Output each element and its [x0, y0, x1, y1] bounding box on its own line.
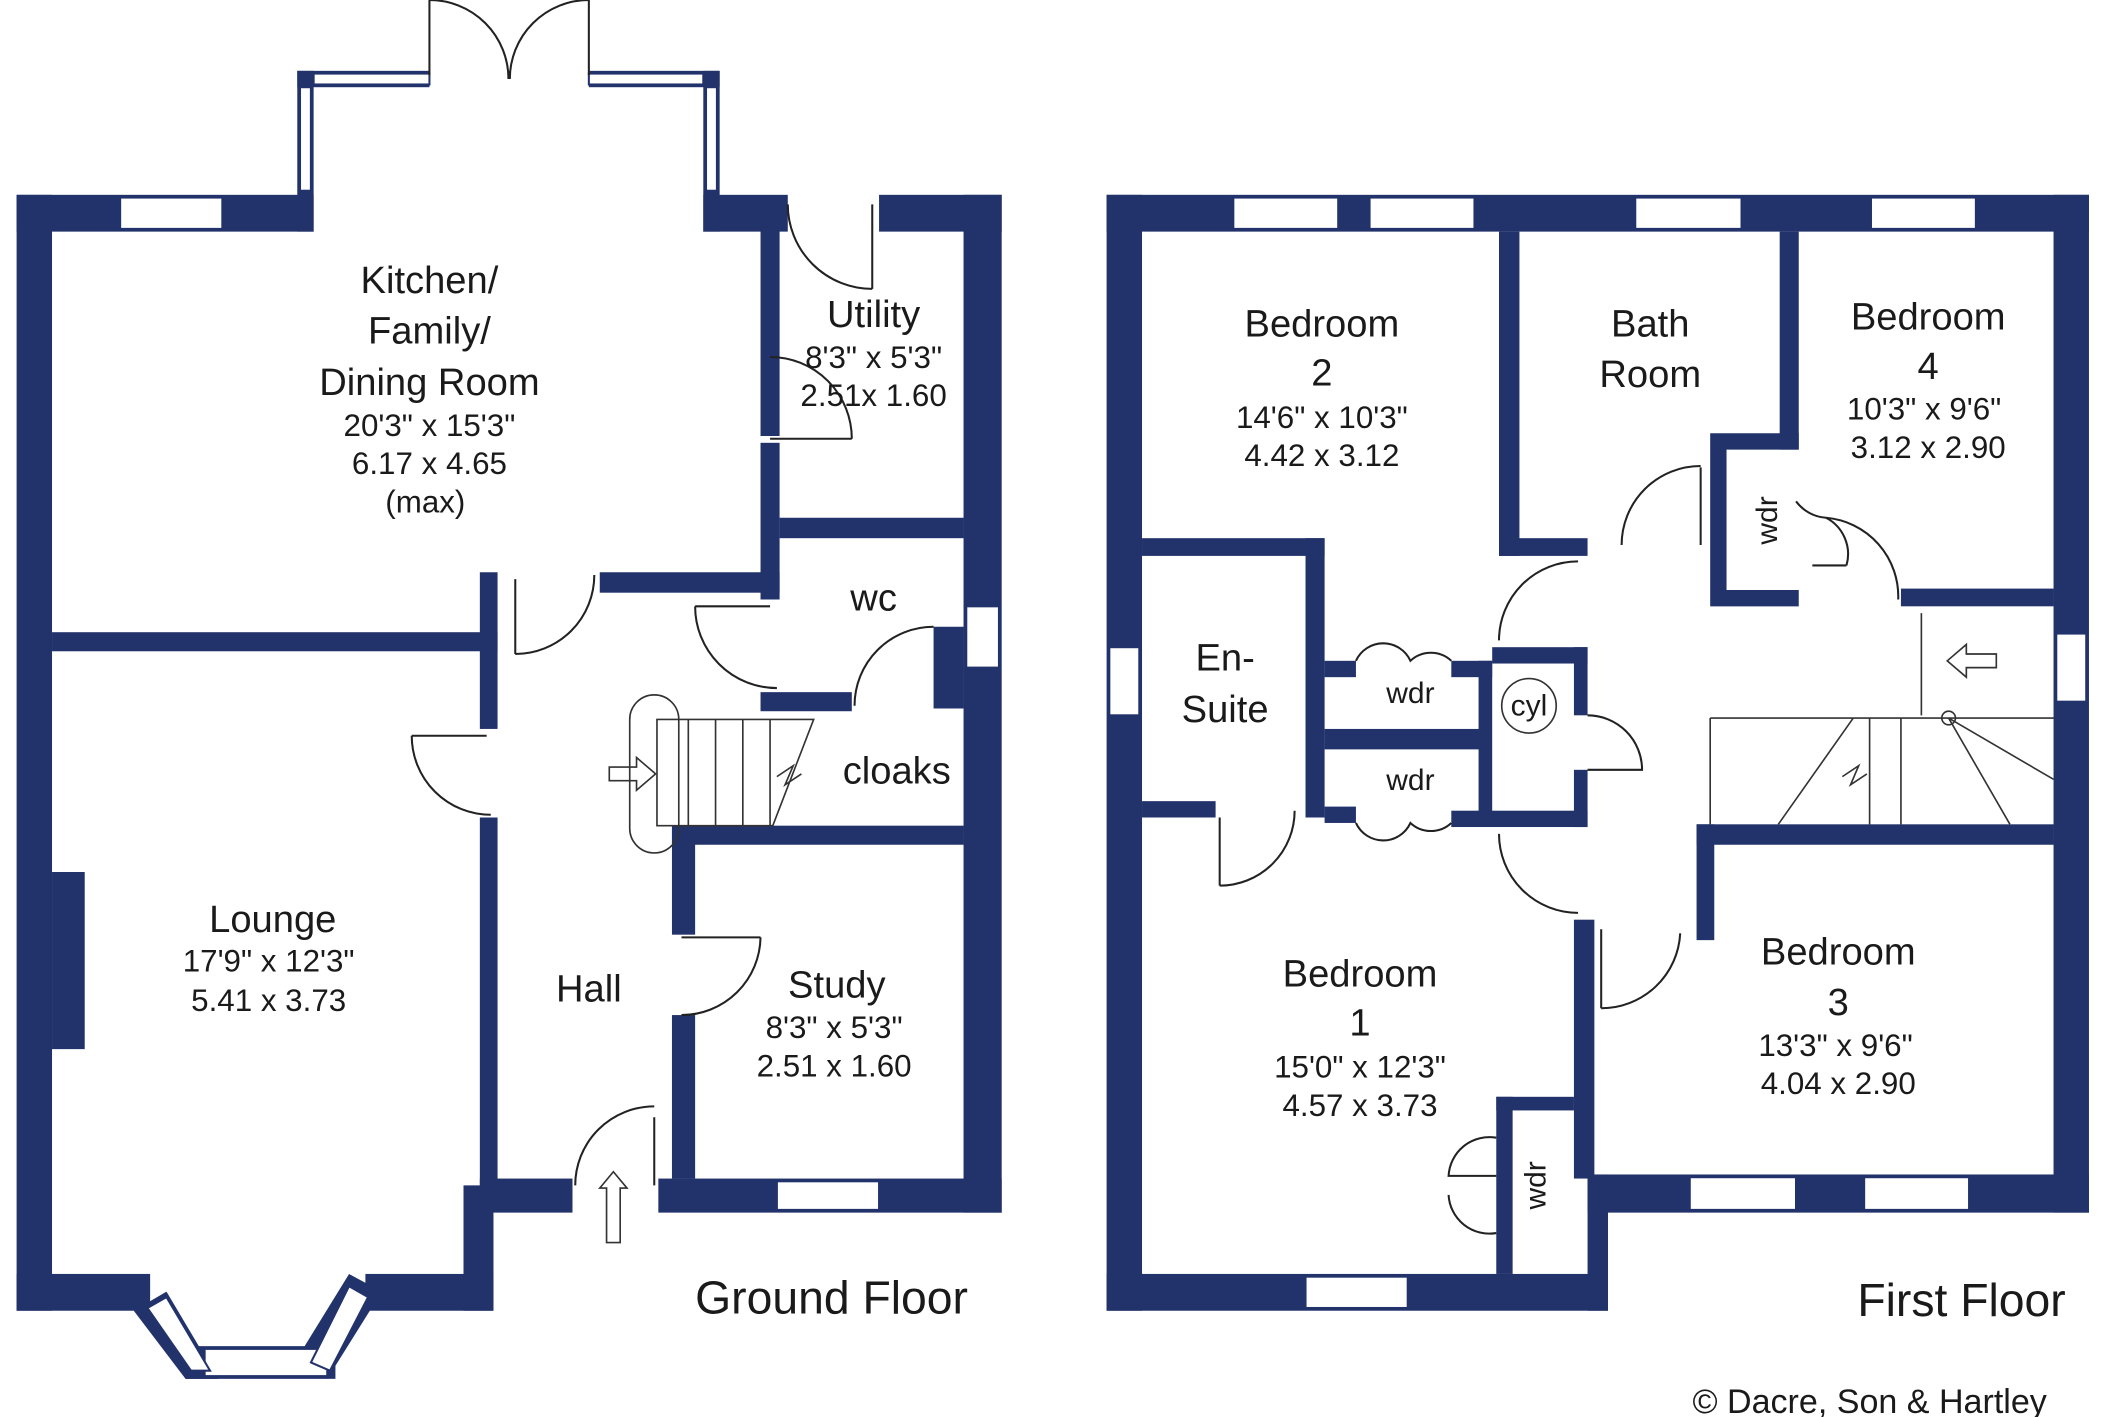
- room-name: Kitchen/: [361, 259, 499, 302]
- room-note: (max): [385, 484, 465, 519]
- room-en-suite: En- Suite: [1182, 636, 1269, 731]
- room-name: Dining Room: [319, 361, 539, 404]
- room-dimensions-imperial: 8'3" x 5'3": [805, 340, 942, 375]
- wardrobe-label: wdr: [1519, 1161, 1552, 1210]
- room-bathroom: Bath Room: [1599, 303, 1701, 396]
- room-cloaks: cloaks: [843, 749, 951, 792]
- room-kitchen-family-dining: Kitchen/ Family/ Dining Room 20'3" x 15'…: [319, 259, 539, 519]
- wardrobe-label: wdr: [1385, 677, 1434, 710]
- room-hall: Hall: [556, 967, 622, 1010]
- room-name: Bedroom: [1245, 303, 1400, 346]
- room-utility: Utility 8'3" x 5'3" 2.51x 1.60: [800, 293, 946, 413]
- room-dimensions-metric: 4.04 x 2.90: [1761, 1066, 1916, 1101]
- room-name: 2: [1311, 352, 1332, 395]
- room-dimensions-imperial: 8'3" x 5'3": [766, 1010, 903, 1045]
- room-dimensions-imperial: 15'0" x 12'3": [1274, 1050, 1446, 1085]
- room-bedroom-3: Bedroom 3 13'3" x 9'6" 4.04 x 2.90: [1758, 931, 1915, 1101]
- room-study: Study 8'3" x 5'3" 2.51 x 1.60: [757, 963, 912, 1083]
- room-name: 3: [1828, 981, 1849, 1024]
- room-name: Study: [788, 963, 886, 1006]
- room-dimensions-metric: 3.12 x 2.90: [1851, 430, 2006, 465]
- room-dimensions-imperial: 17'9" x 12'3": [183, 943, 355, 978]
- room-dimensions-metric: 4.42 x 3.12: [1244, 438, 1399, 473]
- room-dimensions-metric: 4.57 x 3.73: [1283, 1088, 1438, 1123]
- room-name: 1: [1349, 1002, 1370, 1045]
- room-bedroom-1: Bedroom 1 15'0" x 12'3" 4.57 x 3.73: [1274, 952, 1446, 1122]
- ground-floor-windows: [119, 72, 1000, 1378]
- room-lounge: Lounge 17'9" x 12'3" 5.41 x 3.73: [183, 898, 355, 1018]
- room-bedroom-2: Bedroom 2 14'6" x 10'3" 4.42 x 3.12: [1236, 303, 1408, 473]
- room-name: Lounge: [209, 898, 336, 941]
- room-name: Family/: [368, 309, 491, 352]
- ground-floor-label: Ground Floor: [695, 1271, 968, 1323]
- room-name: En-: [1195, 636, 1254, 679]
- room-name: Utility: [827, 293, 920, 336]
- room-name: Suite: [1182, 688, 1269, 731]
- room-name: Bedroom: [1851, 296, 2006, 339]
- room-name: Room: [1599, 353, 1701, 396]
- cylinder-label: cyl: [1511, 689, 1548, 722]
- room-dimensions-imperial: 14'6" x 10'3": [1236, 400, 1408, 435]
- room-dimensions-metric: 2.51x 1.60: [800, 378, 946, 413]
- first-floor-walls: [1106, 194, 2089, 1311]
- room-wc: wc: [849, 576, 897, 619]
- room-dimensions-metric: 2.51 x 1.60: [757, 1048, 912, 1083]
- room-name: Bath: [1611, 303, 1689, 346]
- first-floor-label: First Floor: [1857, 1274, 2065, 1326]
- first-floor-doors: [1218, 464, 2054, 1235]
- fixture-labels: wdr wdr cyl wdr wdr: [1385, 496, 1784, 1210]
- room-dimensions-metric: 6.17 x 4.65: [352, 446, 507, 481]
- room-dimensions-imperial: 10'3" x 9'6": [1847, 392, 2001, 427]
- first-floor-windows: [1108, 196, 2088, 1310]
- room-dimensions-imperial: 13'3" x 9'6": [1758, 1028, 1912, 1063]
- copyright-notice: © Dacre, Son & Hartley: [1692, 1383, 2046, 1417]
- room-bedroom-4: Bedroom 4 10'3" x 9'6" 3.12 x 2.90: [1847, 296, 2006, 465]
- room-dimensions-imperial: 20'3" x 15'3": [344, 408, 516, 443]
- ground-floor-doors: [410, 0, 934, 1244]
- room-name: Bedroom: [1283, 952, 1438, 995]
- wardrobe-label: wdr: [1751, 496, 1784, 545]
- wardrobe-label: wdr: [1385, 764, 1434, 797]
- room-dimensions-metric: 5.41 x 3.73: [191, 983, 346, 1018]
- room-name: 4: [1918, 345, 1939, 388]
- room-name: Bedroom: [1761, 931, 1916, 974]
